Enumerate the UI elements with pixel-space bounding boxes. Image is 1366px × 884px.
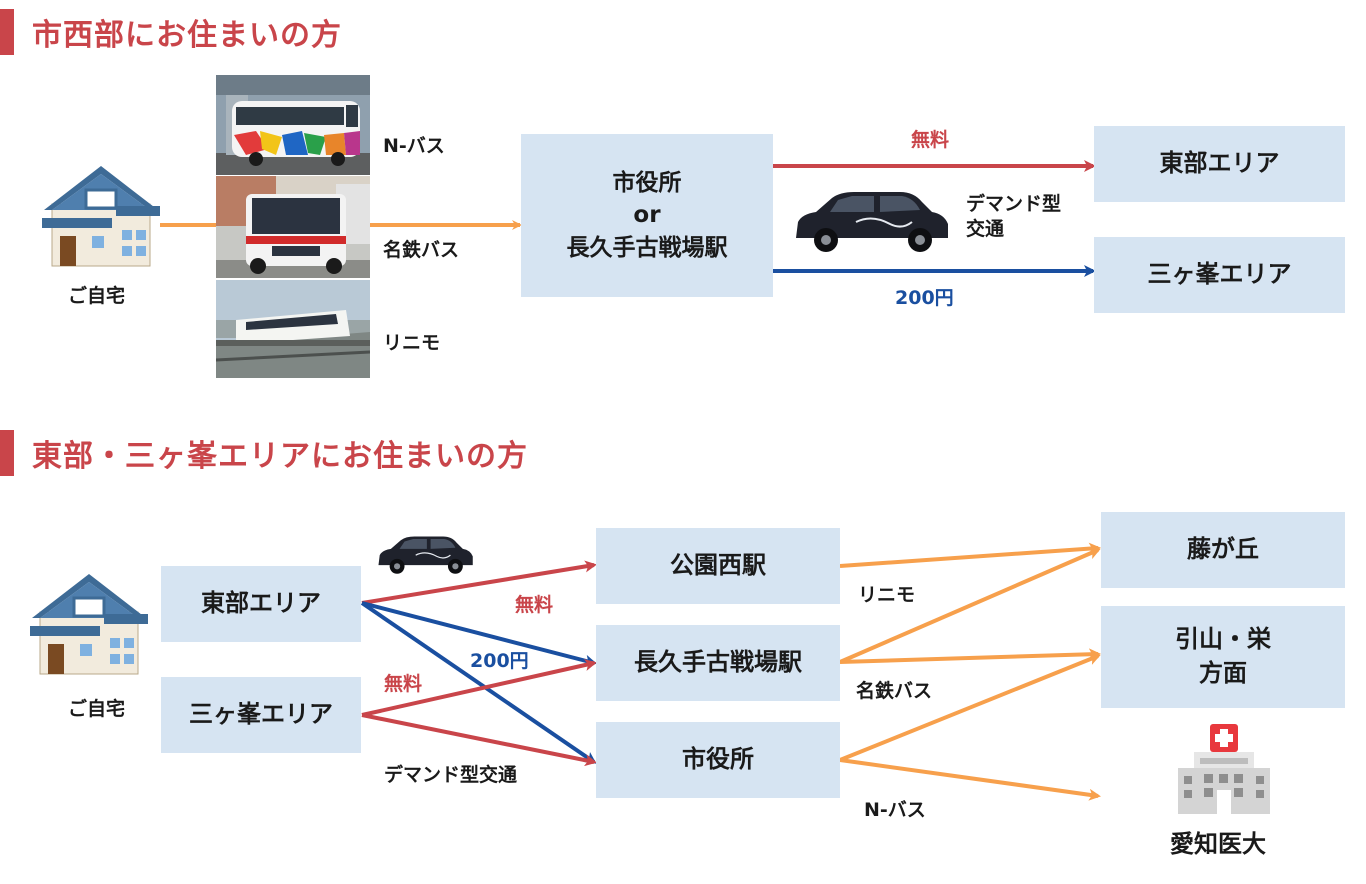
fare-free-label-bottom: 無料 (384, 673, 423, 695)
taxi-photo (796, 192, 948, 252)
transport-label-nbus: N-バス (383, 135, 445, 157)
demand-transport-label: デマンド型交通 (384, 764, 518, 786)
arrow-cityhall-to-hikiyama (839, 653, 1101, 762)
dest-box-hikiyama-sakae: 引山・栄 方面 (1101, 606, 1345, 708)
fare-paid-label: 200円 (895, 287, 954, 309)
dest-hikiyama-line-1: 引山・栄 (1175, 625, 1271, 654)
hub-line-3: 長久手古戦場駅 (566, 234, 728, 261)
arrow-koenzai-to-fujigaoka (839, 542, 1101, 568)
hub-line-2: or (633, 202, 661, 229)
origin-box-mikagamine-area: 三ヶ峯エリア (161, 677, 361, 753)
dest-box-east-area: 東部エリア (1094, 126, 1345, 202)
hub-line-1: 市役所 (612, 170, 682, 197)
arrow-east-to-nagakute (361, 601, 597, 667)
section2-title-text: 東部・三ヶ峯エリアにお住まいの方 (32, 439, 528, 474)
arrow-cityhall-to-aichi-med (839, 758, 1101, 801)
taxi-photo (378, 536, 473, 574)
line-label-nbus: N-バス (864, 799, 926, 821)
transport-label-meitetsu: 名鉄バス (383, 239, 460, 261)
origin-box-east-area: 東部エリア (161, 566, 361, 642)
section1-title-text: 市西部にお住まいの方 (32, 18, 342, 53)
dest-box-fujigaoka: 藤が丘 (1101, 512, 1345, 588)
hub-box-cityhall: 市役所 (596, 722, 840, 798)
demand-label-line-1: デマンド型 (966, 193, 1062, 215)
hub-box-koenzai-station: 公園西駅 (596, 528, 840, 604)
meitetsu-bus-photo (216, 176, 370, 278)
fare-free-label: 無料 (911, 129, 950, 151)
fare-free-label-top: 無料 (515, 594, 554, 616)
section1-home-label: ご自宅 (68, 285, 126, 307)
arrow-east-to-koenzai (361, 560, 597, 605)
section1-title: 市西部にお住まいの方 (0, 9, 342, 55)
line-label-linimo: リニモ (858, 584, 916, 606)
arrow-nagakute-to-fujigaoka (839, 548, 1101, 664)
section2-home-label: ご自宅 (68, 698, 126, 720)
demand-label-line-2: 交通 (966, 217, 1005, 240)
fare-paid-label: 200円 (470, 650, 529, 672)
arrow-mikagamine-to-cityhall (361, 713, 597, 767)
line-label-meitetsu: 名鉄バス (856, 680, 933, 702)
transport-label-linimo: リニモ (383, 332, 441, 354)
arrow-east-to-cityhall (360, 601, 597, 764)
demand-label: デマンド型 交通 (966, 192, 1061, 241)
arrow-mikagamine-to-nagakute (361, 659, 597, 717)
section2-title: 東部・三ヶ峯エリアにお住まいの方 (0, 430, 528, 476)
hub-box-nagakute-station: 長久手古戦場駅 (596, 625, 840, 701)
hospital-icon (1178, 724, 1270, 814)
section1-title-bar (0, 9, 14, 55)
arrow-nagakute-to-hikiyama (839, 648, 1101, 664)
hub-box-cityhall-or-nagakute: 市役所 or 長久手古戦場駅 (521, 134, 773, 297)
dest-hikiyama-line-2: 方面 (1199, 659, 1247, 687)
house-icon (42, 166, 160, 267)
nbus-photo (216, 75, 370, 175)
section2-title-bar (0, 430, 14, 476)
linimo-train-photo (216, 280, 370, 378)
dest-label-aichi-medical: 愛知医大 (1170, 830, 1266, 858)
house-icon (30, 574, 148, 675)
dest-box-mikagamine-area: 三ヶ峯エリア (1094, 237, 1345, 313)
